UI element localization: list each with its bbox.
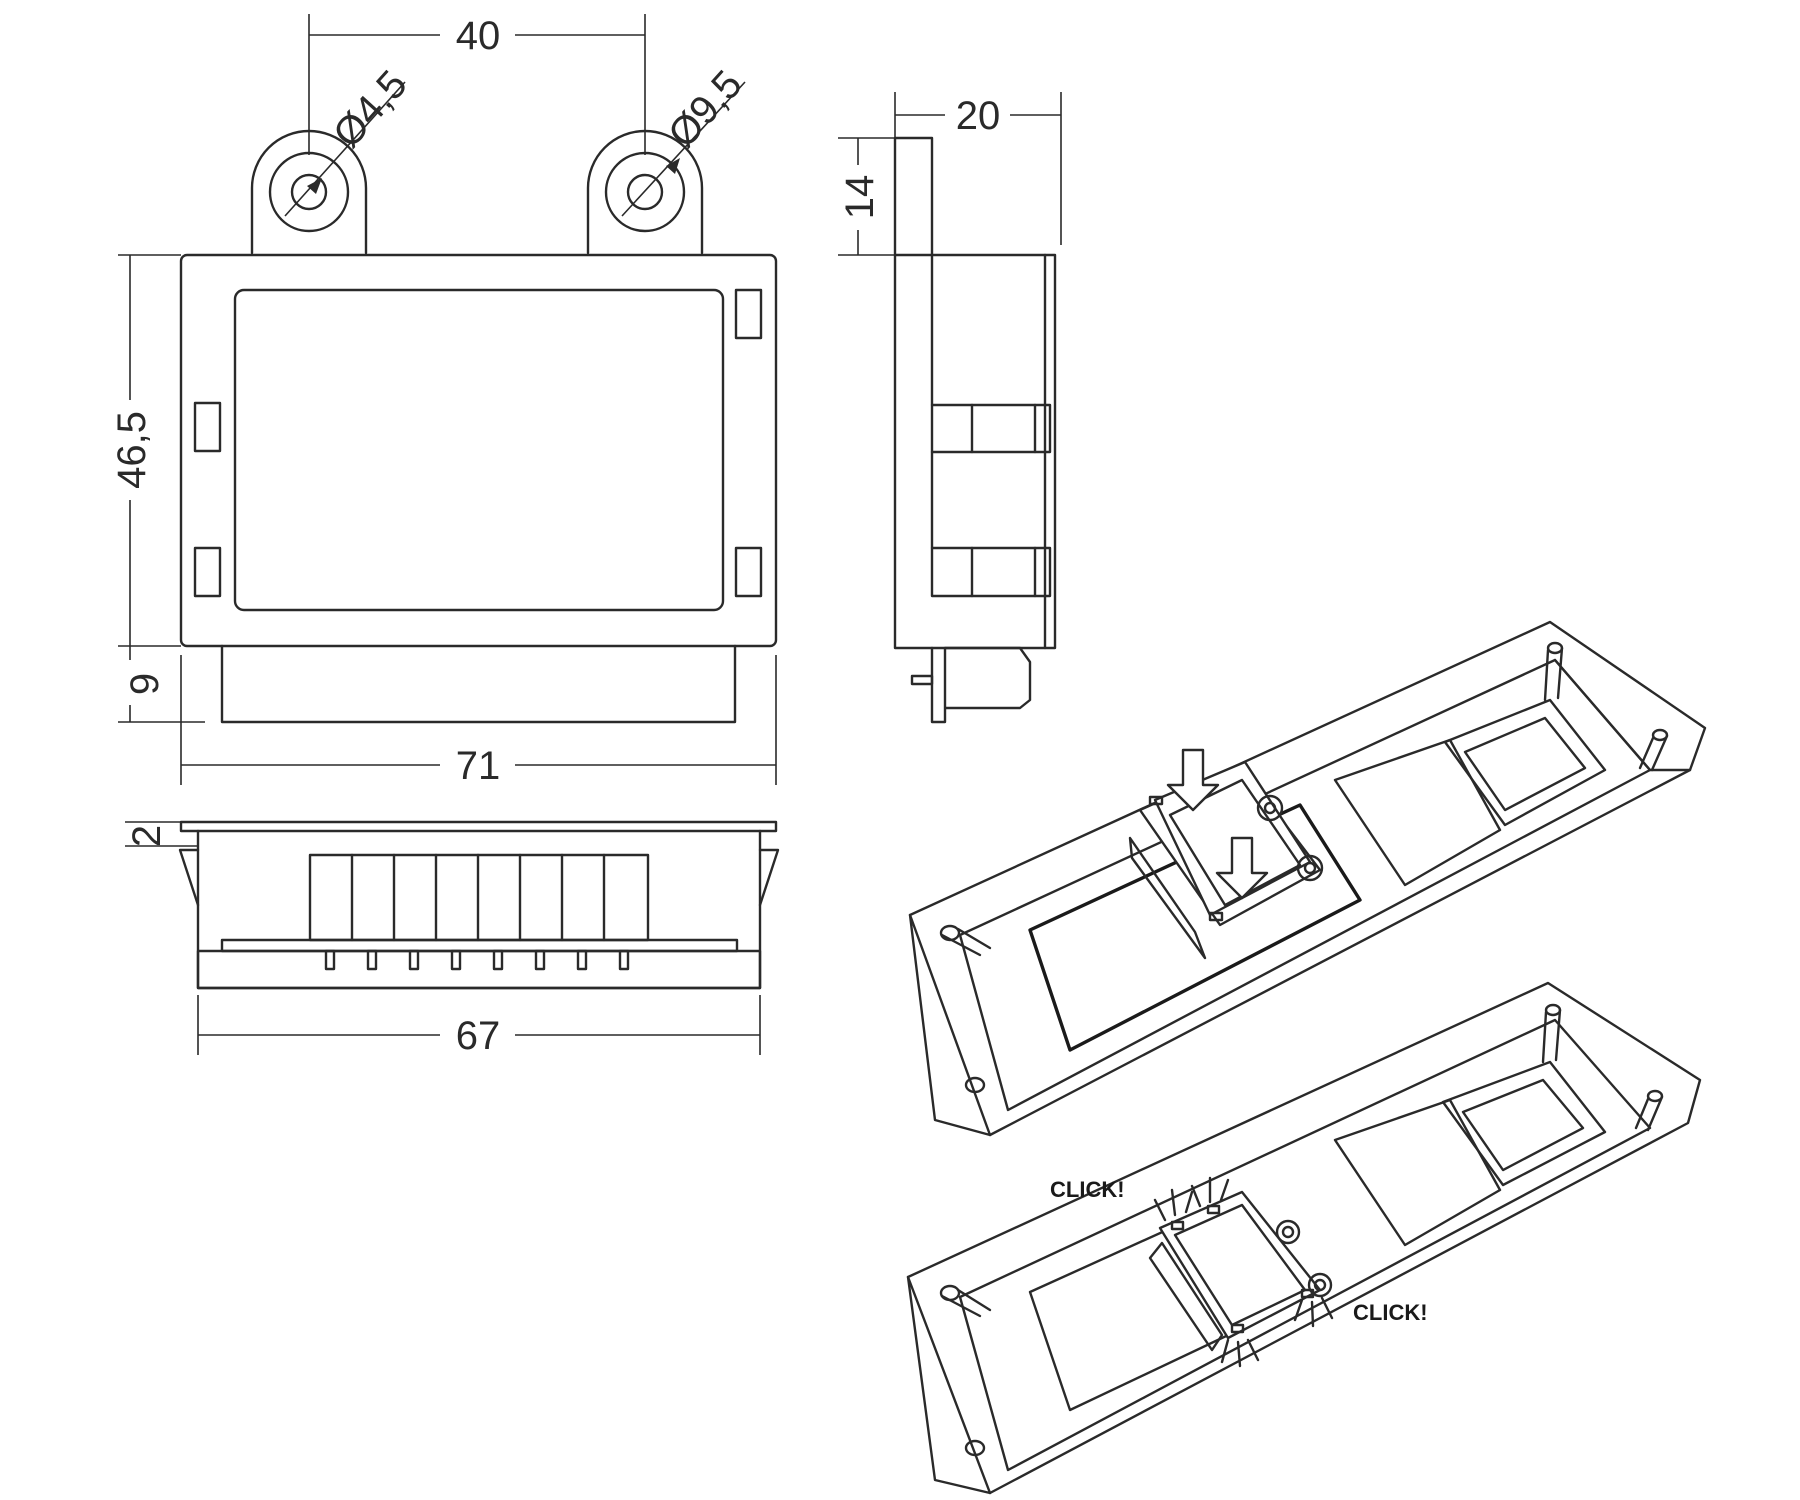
dim-overall-width: 71: [456, 744, 501, 788]
dim-large-hole-diameter: Ø9,5: [660, 62, 751, 156]
front-dimensions: [118, 14, 777, 785]
mounting-pin: [1634, 1089, 1664, 1132]
terminal-pin: [576, 949, 588, 971]
clip-slot-bottom-left: [193, 546, 222, 598]
side-clip-lower: [930, 546, 1052, 598]
terminal-pin: [366, 949, 378, 971]
dim-depth: 20: [956, 94, 1001, 138]
panel-pad-3: [1333, 1098, 1502, 1247]
push-arrow: [1166, 748, 1220, 812]
bottom-clip-right: [758, 848, 780, 907]
side-dimensions: [838, 92, 1062, 256]
arrow-large-hole: [666, 158, 680, 174]
mounting-pin: [1543, 641, 1564, 702]
side-flange: [893, 136, 1057, 650]
mounting-pin: [939, 1284, 992, 1318]
mounting-pin: [964, 1439, 986, 1457]
dim-inner-width: 67: [456, 1014, 501, 1058]
front-connector: [220, 644, 737, 724]
hole-inner-left: [290, 173, 328, 211]
bottom-flange: [179, 820, 778, 833]
hole-outer-left: [268, 151, 350, 233]
side-view: [893, 136, 1057, 724]
leader-large-hole: [621, 81, 746, 217]
terminal-pin: [534, 949, 546, 971]
mounting-pin: [1541, 1003, 1562, 1064]
mounting-pin: [1638, 728, 1669, 772]
dim-flange-thickness: 2: [125, 825, 169, 847]
side-connector: [930, 646, 1032, 724]
panel-pad-4: [1441, 1060, 1607, 1187]
panel-pad-1: [1333, 738, 1502, 887]
bottom-dimensions: [125, 821, 761, 1055]
leader-small-hole: [284, 81, 406, 217]
click-label-top: CLICK!: [1050, 1177, 1125, 1202]
mounting-pin: [964, 1076, 986, 1094]
bottom-pcb: [220, 938, 739, 953]
dim-hole-spacing: 40: [456, 14, 501, 58]
terminal-pin: [408, 949, 420, 971]
bottom-base: [196, 949, 762, 990]
clip-slot-bottom-right: [734, 546, 763, 598]
bottom-view: [178, 820, 780, 990]
front-view: [179, 81, 778, 724]
dim-flange-height: 14: [838, 175, 882, 220]
bottom-clip-left: [178, 848, 200, 907]
push-arrow: [1215, 836, 1269, 900]
terminal-pin: [618, 949, 630, 971]
click-label-bottom: CLICK!: [1353, 1300, 1428, 1325]
dim-connector-height: 9: [123, 673, 167, 695]
hole-inner-right: [626, 173, 664, 211]
clip-slot-left-mid: [193, 401, 222, 453]
arrow-small-hole: [307, 178, 322, 194]
side-clip-upper: [930, 403, 1052, 454]
click-marks: [1153, 1176, 1334, 1368]
assembly-step-click: [906, 981, 1702, 1495]
assembly-step-insert: [908, 620, 1707, 1137]
dim-body-height: 46,5: [110, 411, 154, 489]
terminal-pin: [450, 949, 462, 971]
mounting-pin: [939, 924, 992, 957]
front-display-window: [233, 288, 725, 612]
terminal-pin: [492, 949, 504, 971]
clip-slot-top-right: [734, 288, 763, 340]
dim-small-hole-diameter: Ø4,5: [325, 62, 416, 156]
terminal-pin: [324, 949, 336, 971]
panel-pad-2: [1443, 698, 1607, 827]
front-outer-body: [179, 253, 778, 648]
panel-tray-2: [906, 981, 1702, 1495]
